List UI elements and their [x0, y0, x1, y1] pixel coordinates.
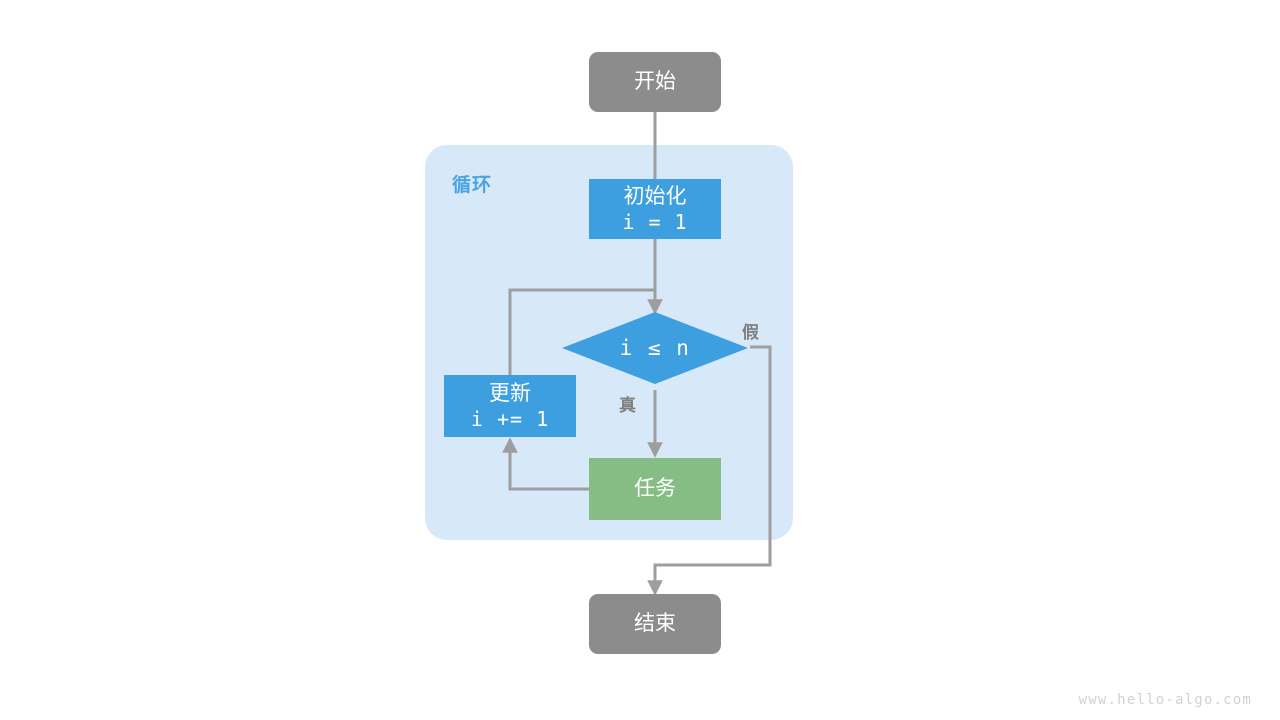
edge-label-true: 真	[619, 396, 637, 415]
watermark: www.hello-algo.com	[1078, 692, 1252, 708]
diamond-shape	[562, 312, 748, 384]
node-condition[interactable]: i ≤ n	[560, 310, 750, 386]
node-init[interactable]: 初始化 i = 1	[589, 179, 721, 239]
edge-update-to-condition	[508, 288, 655, 375]
node-update[interactable]: 更新 i += 1	[444, 375, 576, 437]
edge-task-to-update	[502, 437, 589, 491]
node-update-line2: i += 1	[470, 406, 550, 431]
node-init-line1: 初始化	[623, 185, 687, 208]
node-start[interactable]: 开始	[589, 52, 721, 112]
node-task[interactable]: 任务	[589, 458, 721, 520]
node-end-label: 结束	[634, 612, 676, 636]
node-init-line2: i = 1	[622, 209, 688, 234]
node-start-label: 开始	[634, 70, 676, 94]
node-task-label: 任务	[634, 477, 676, 501]
node-update-line1: 更新	[489, 382, 531, 405]
edge-condition-false-to-end	[647, 345, 772, 596]
loop-container-label: 循环	[452, 175, 493, 196]
edge-label-false: 假	[742, 323, 760, 342]
node-end[interactable]: 结束	[589, 594, 721, 654]
